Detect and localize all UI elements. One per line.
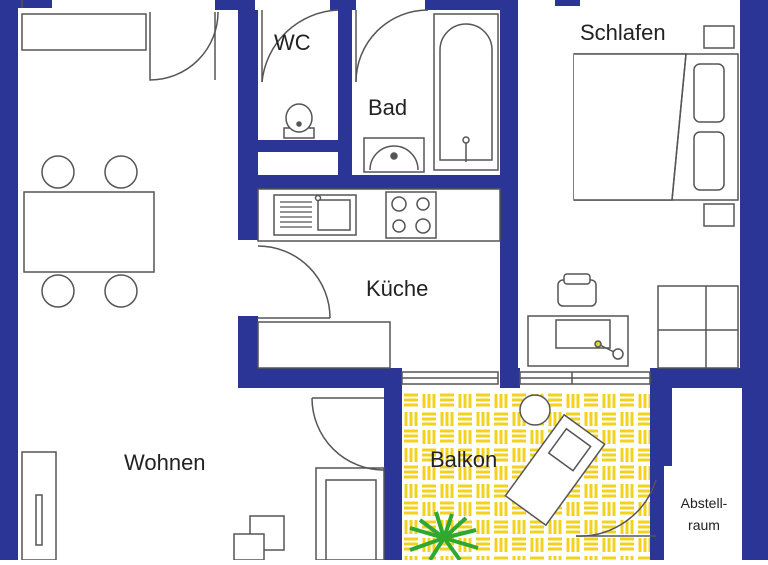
room-label-schlafen: Schlafen [580, 20, 666, 45]
room-label-wohnen: Wohnen [124, 450, 206, 475]
room-label-wc: WC [274, 30, 311, 55]
schlafen-furniture [527, 25, 739, 369]
room-label-balkon: Balkon [430, 447, 498, 472]
sink-icon [363, 137, 425, 173]
windows [401, 371, 651, 385]
chair-icon [41, 274, 75, 308]
room-label-abstellraum: Abstell- raum [666, 492, 742, 536]
abstellraum-line1: Abstell- [680, 495, 728, 511]
bad-fixtures [355, 9, 499, 173]
chair-icon [104, 155, 138, 189]
desk-icon [527, 315, 629, 367]
wc-fixtures [261, 9, 339, 139]
plant-icon [409, 511, 479, 562]
kitchen-sink-icon [273, 194, 357, 236]
room-label-kueche: Küche [366, 276, 429, 301]
lamp-icon [594, 340, 624, 360]
balkon-furniture [409, 394, 657, 562]
kuche-fixtures [257, 188, 501, 369]
wohnen-furniture [21, 0, 385, 561]
dining-table-icon [23, 191, 155, 273]
abstellraum-line2: raum [688, 517, 720, 533]
chair-icon [41, 155, 75, 189]
stove-icon [385, 191, 437, 239]
lounge-chair-icon [504, 413, 606, 527]
bathtub-icon [433, 13, 499, 171]
room-label-bad: Bad [368, 95, 408, 120]
double-bed-icon [573, 53, 739, 201]
office-chair-icon [557, 273, 597, 307]
toilet-icon [283, 103, 315, 139]
chair-icon [104, 274, 138, 308]
